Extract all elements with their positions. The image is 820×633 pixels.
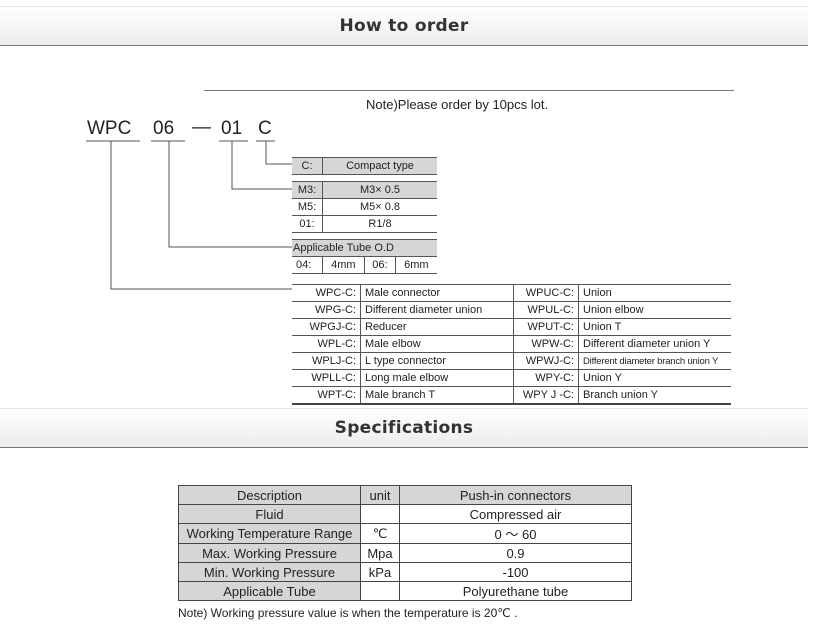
code-thread: 01	[221, 118, 243, 139]
order-note: Note)Please order by 10pcs lot.	[366, 97, 549, 112]
model-code: WPWJ-C:	[513, 352, 579, 370]
model-name: Union Y	[578, 369, 731, 387]
code-tube: 06	[153, 118, 175, 139]
model-code: WPLJ-C:	[292, 352, 361, 370]
model-code: WPLL-C:	[292, 369, 361, 387]
specs-description: Applicable Tube	[178, 581, 361, 601]
model-code: WPW-C:	[513, 335, 579, 353]
specs-description: Fluid	[178, 504, 361, 524]
model-row: WPT-C: Male branch T WPY J -C: Branch un…	[292, 386, 731, 405]
tube-option-header-row: Applicable Tube O.D	[292, 239, 437, 257]
model-code: WPY-C:	[513, 369, 579, 387]
specs-header-value: Push-in connectors	[399, 485, 632, 505]
specs-unit: ℃	[360, 523, 400, 544]
model-row: WPGJ-C: Reducer WPUT-C: Union T	[292, 318, 731, 336]
tube-option-label: 6mm	[395, 256, 437, 274]
model-code: WPUC-C:	[513, 284, 579, 302]
specs-value: Polyurethane tube	[399, 581, 632, 601]
thread-option-label: R1/8	[322, 215, 437, 233]
code-type: C	[258, 118, 272, 139]
specs-unit: Mpa	[360, 543, 400, 563]
model-table: WPC-C: Male connector WPUC-C: Union WPG-…	[292, 284, 731, 405]
tube-option-table: Applicable Tube O.D 04: 4mm 06: 6mm	[292, 239, 437, 274]
specs-header-description: Description	[178, 485, 361, 505]
specs-row: Applicable Tube Polyurethane tube	[178, 581, 632, 601]
specs-unit	[360, 504, 400, 524]
model-name: Different diameter branch union Y	[578, 352, 731, 370]
tube-option-row: 04: 4mm 06: 6mm	[292, 256, 437, 274]
specs-header-unit: unit	[360, 485, 400, 505]
specs-unit	[360, 581, 400, 601]
specifications-table: Description unit Push-in connectors Flui…	[178, 485, 632, 601]
model-code: WPL-C:	[292, 335, 361, 353]
tube-option-code: 04:	[292, 256, 323, 274]
model-name: Reducer	[360, 318, 514, 336]
model-code: WPGJ-C:	[292, 318, 361, 336]
thread-option-label: M5× 0.8	[322, 198, 437, 216]
thread-option-row: M5: M5× 0.8	[292, 198, 437, 216]
specs-unit: kPa	[360, 562, 400, 582]
model-name: Male branch T	[360, 386, 514, 405]
note-rule	[204, 90, 734, 91]
tube-option-header: Applicable Tube O.D	[292, 239, 437, 257]
thread-option-code: M3:	[292, 181, 323, 199]
specs-value: 0 ～ 60	[399, 523, 632, 544]
type-option-row: C: Compact type	[292, 157, 437, 175]
specs-note: Note) Working pressure value is when the…	[178, 606, 518, 620]
specs-description: Max. Working Pressure	[178, 543, 361, 563]
how-to-order-header: How to order	[0, 6, 808, 46]
model-row: WPLL-C: Long male elbow WPY-C: Union Y	[292, 369, 731, 387]
model-name: Male elbow	[360, 335, 514, 353]
model-row: WPLJ-C: L type connector WPWJ-C: Differe…	[292, 352, 731, 370]
thread-option-row: 01: R1/8	[292, 215, 437, 233]
model-code: WPT-C:	[292, 386, 361, 405]
model-code: WPUL-C:	[513, 301, 579, 319]
type-option-code: C:	[292, 157, 323, 175]
thread-option-row: M3: M3× 0.5	[292, 181, 437, 199]
thread-option-table: M3: M3× 0.5 M5: M5× 0.8 01: R1/8	[292, 181, 437, 233]
specs-row: Min. Working Pressure kPa -100	[178, 562, 632, 582]
specs-description: Working Temperature Range	[178, 523, 361, 544]
specs-value: 0.9	[399, 543, 632, 563]
specs-value: Compressed air	[399, 504, 632, 524]
model-row: WPG-C: Different diameter union WPUL-C: …	[292, 301, 731, 319]
model-code: WPUT-C:	[513, 318, 579, 336]
model-code: WPG-C:	[292, 301, 361, 319]
specs-header-row: Description unit Push-in connectors	[178, 485, 632, 505]
type-option-table: C: Compact type	[292, 157, 437, 175]
thread-option-label: M3× 0.5	[322, 181, 437, 199]
tube-option-code: 06:	[364, 256, 396, 274]
model-name: Long male elbow	[360, 369, 514, 387]
model-name: Union T	[578, 318, 731, 336]
model-name: Branch union Y	[578, 386, 731, 405]
model-name: Different diameter union Y	[578, 335, 731, 353]
specifications-header: Specifications	[0, 408, 808, 448]
specs-row: Working Temperature Range ℃ 0 ～ 60	[178, 523, 632, 544]
thread-option-code: M5:	[292, 198, 323, 216]
specs-row: Max. Working Pressure Mpa 0.9	[178, 543, 632, 563]
model-name: L type connector	[360, 352, 514, 370]
how-to-order-title: How to order	[339, 16, 469, 36]
specs-row: Fluid Compressed air	[178, 504, 632, 524]
model-code: WPY J -C:	[513, 386, 579, 405]
model-name: Male connector	[360, 284, 514, 302]
specs-description: Min. Working Pressure	[178, 562, 361, 582]
specs-value: -100	[399, 562, 632, 582]
model-name: Different diameter union	[360, 301, 514, 319]
specifications-title: Specifications	[334, 418, 474, 438]
model-name: Union elbow	[578, 301, 731, 319]
code-series: WPC	[87, 118, 132, 139]
tube-option-label: 4mm	[322, 256, 365, 274]
type-option-label: Compact type	[322, 157, 437, 175]
model-code: WPC-C:	[292, 284, 361, 302]
model-row: WPL-C: Male elbow WPW-C: Different diame…	[292, 335, 731, 353]
model-row: WPC-C: Male connector WPUC-C: Union	[292, 284, 731, 302]
thread-option-code: 01:	[292, 215, 323, 233]
code-dash: —	[192, 117, 211, 138]
model-name: Union	[578, 284, 731, 302]
